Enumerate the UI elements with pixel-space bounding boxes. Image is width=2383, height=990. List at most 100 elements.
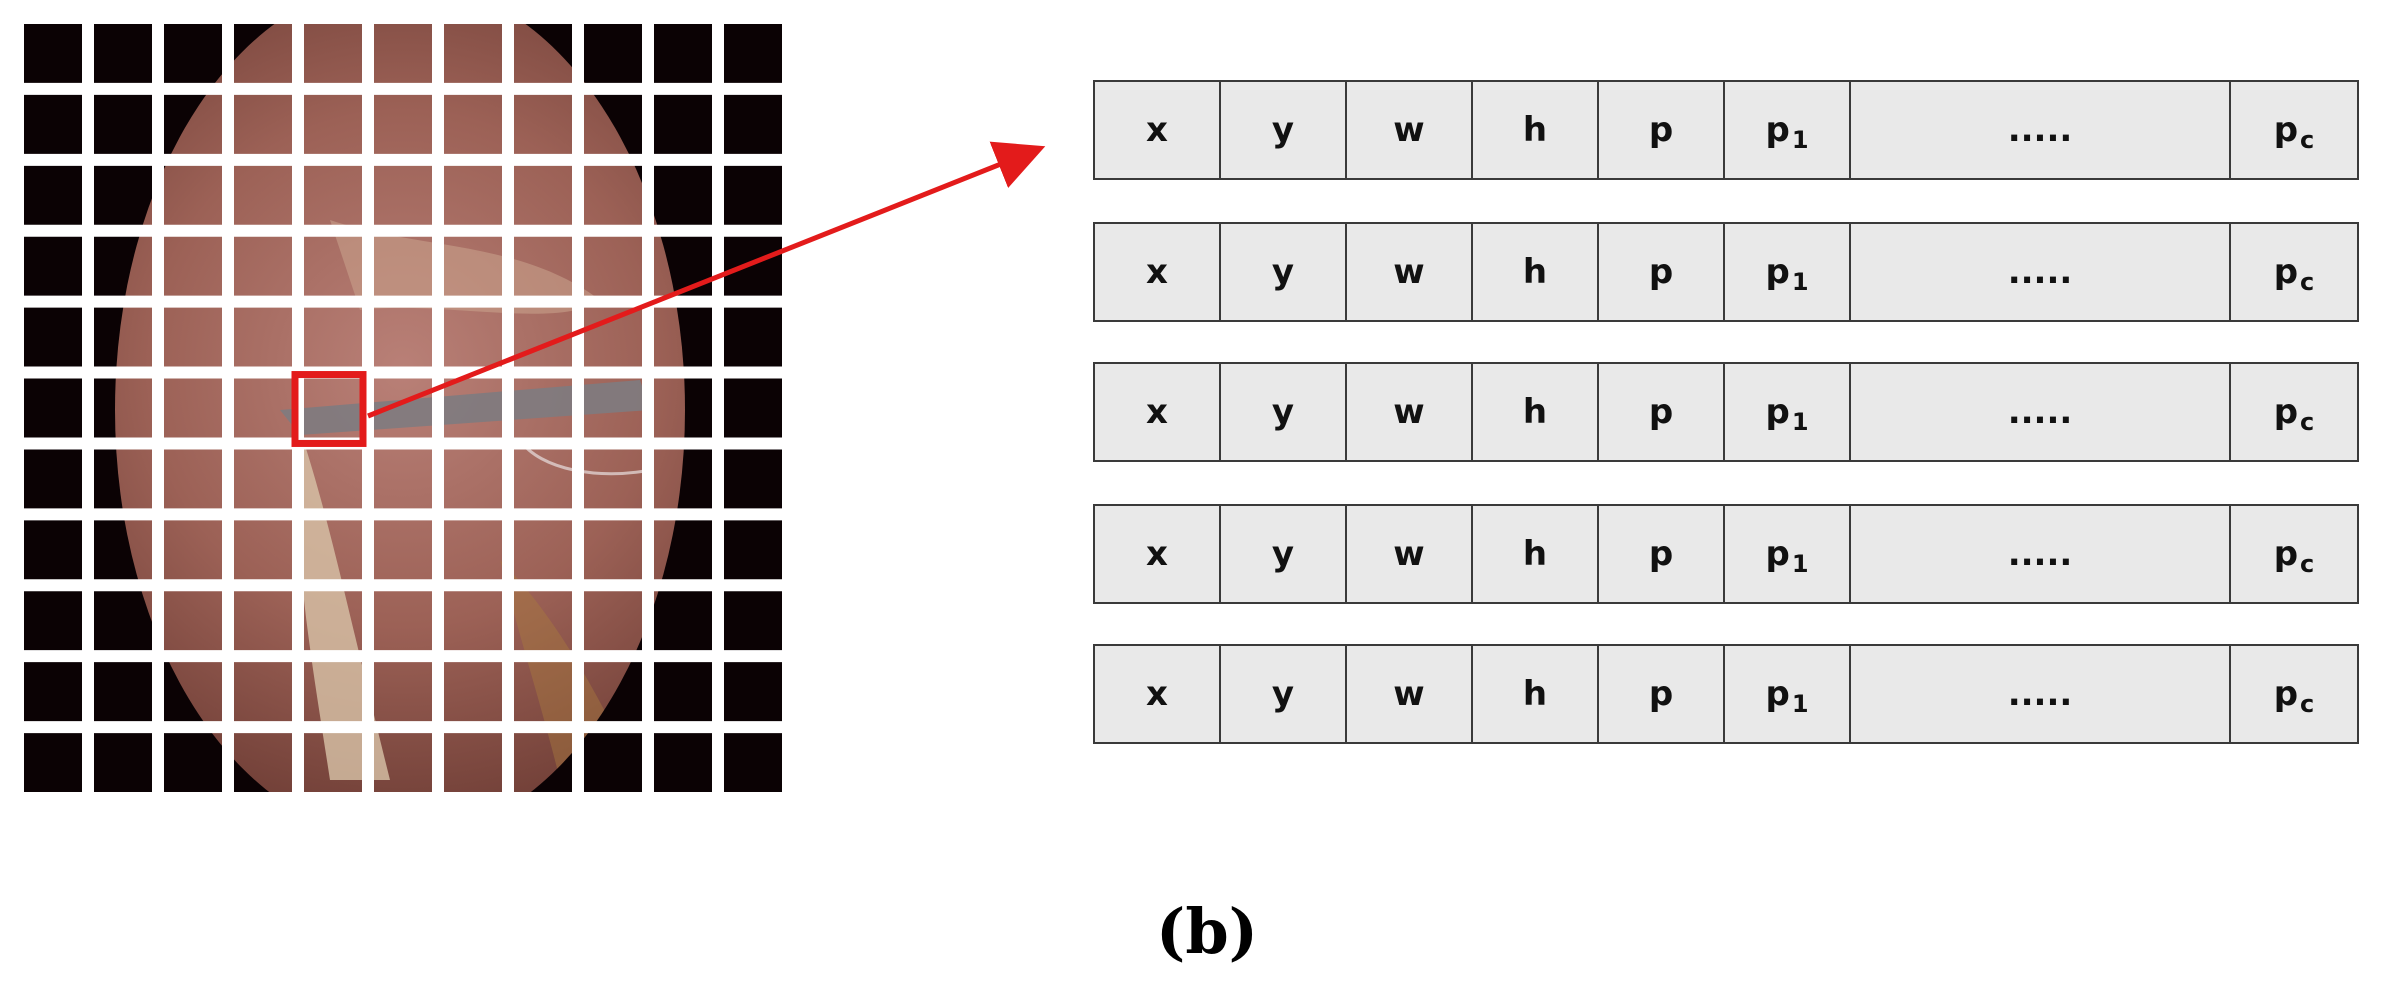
vector-cell-label: h — [1522, 674, 1548, 714]
vector-cell-label: y — [1271, 252, 1295, 292]
vector-cell: h — [1471, 362, 1599, 462]
vector-cell-label: ..... — [2007, 110, 2073, 150]
vector-cell: w — [1345, 504, 1473, 604]
vector-cell-label: p — [1765, 392, 1790, 432]
vector-cell: w — [1345, 222, 1473, 322]
vector-cell-label: x — [1146, 392, 1168, 432]
vector-cell: h — [1471, 80, 1599, 180]
vector-cell-label: x — [1146, 674, 1168, 714]
vector-cell: y — [1219, 362, 1347, 462]
vector-cell-label: x — [1146, 534, 1168, 574]
vector-cell: h — [1471, 504, 1599, 604]
vector-cell-label: ..... — [2007, 252, 2073, 292]
vector-cell-label: y — [1271, 392, 1295, 432]
vector-cell: x — [1093, 644, 1221, 744]
vector-cell: x — [1093, 80, 1221, 180]
vector-cell-label: p — [2273, 110, 2299, 150]
vector-cell: y — [1219, 80, 1347, 180]
vector-cell-subscript: c — [2300, 550, 2315, 578]
vector-cell-label: p — [2273, 674, 2299, 714]
vector-cell: x — [1093, 222, 1221, 322]
vector-cell: ..... — [1849, 362, 2231, 462]
vector-cell-label: w — [1393, 534, 1425, 574]
vector-cell: ..... — [1849, 504, 2231, 604]
vector-cell: ..... — [1849, 644, 2231, 744]
vector-cell-subscript: 1 — [1791, 408, 1809, 436]
vector-cell: x — [1093, 362, 1221, 462]
grid-lines — [12, 12, 794, 804]
vector-cell-subscript: 1 — [1791, 268, 1809, 296]
vector-cell-label: y — [1271, 534, 1295, 574]
vector-cell: h — [1471, 644, 1599, 744]
vector-cell: p — [1597, 644, 1725, 744]
vector-cell-label: w — [1393, 110, 1425, 150]
vector-cell-label: w — [1393, 392, 1425, 432]
endoscopic-image — [12, 12, 794, 804]
vector-cell-subscript: 1 — [1791, 690, 1809, 718]
vector-cell-label: p — [1765, 252, 1790, 292]
vector-cell: ..... — [1849, 222, 2231, 322]
vector-cell: p — [1597, 362, 1725, 462]
vector-cell-label: y — [1271, 110, 1295, 150]
vector-cell-label: p — [1648, 110, 1674, 150]
vector-cell: h — [1471, 222, 1599, 322]
highlighted-grid-cell — [291, 371, 367, 447]
vector-cell-subscript: c — [2300, 268, 2315, 296]
vector-cell-label: p — [1765, 110, 1790, 150]
vector-cell: w — [1345, 80, 1473, 180]
vector-cell-label: h — [1522, 392, 1548, 432]
vector-cell-label: x — [1146, 110, 1168, 150]
vector-cell-label: h — [1522, 252, 1548, 292]
vector-cell-label: p — [1765, 674, 1790, 714]
pointer-arrow — [367, 141, 1046, 419]
vector-cell: y — [1219, 222, 1347, 322]
vector-cell-subscript: 1 — [1791, 550, 1809, 578]
vector-cell-label: p — [2273, 252, 2299, 292]
vector-cell-subscript: 1 — [1791, 126, 1809, 154]
figure-caption: (b) — [1156, 895, 1259, 968]
vector-cell-label: ..... — [2007, 534, 2073, 574]
vector-cell-label: p — [1648, 674, 1674, 714]
vector-cell: x — [1093, 504, 1221, 604]
vector-cell: y — [1219, 644, 1347, 744]
vector-cell: p — [1597, 80, 1725, 180]
vector-cell-label: w — [1393, 674, 1425, 714]
vector-cell-label: w — [1393, 252, 1425, 292]
vector-cell-label: x — [1146, 252, 1168, 292]
vector-cell-subscript: c — [2300, 690, 2315, 718]
vector-cell-label: h — [1522, 110, 1548, 150]
vector-cell-label: p — [1648, 534, 1674, 574]
vector-cell-label: p — [1648, 392, 1674, 432]
vector-cell: p — [1597, 222, 1725, 322]
vector-cell: y — [1219, 504, 1347, 604]
vector-cell-label: h — [1522, 534, 1548, 574]
vector-cell: w — [1345, 644, 1473, 744]
vector-cell-label: p — [2273, 534, 2299, 574]
vector-cell-label: p — [1765, 534, 1790, 574]
vector-cell: ..... — [1849, 80, 2231, 180]
vector-cell-subscript: c — [2300, 408, 2315, 436]
vector-cell-subscript: c — [2300, 126, 2315, 154]
vector-cell-label: ..... — [2007, 392, 2073, 432]
vector-cell-label: y — [1271, 674, 1295, 714]
vector-cell: w — [1345, 362, 1473, 462]
vector-cell: p — [1597, 504, 1725, 604]
vector-cell-label: ..... — [2007, 674, 2073, 714]
vector-cell-label: p — [2273, 392, 2299, 432]
